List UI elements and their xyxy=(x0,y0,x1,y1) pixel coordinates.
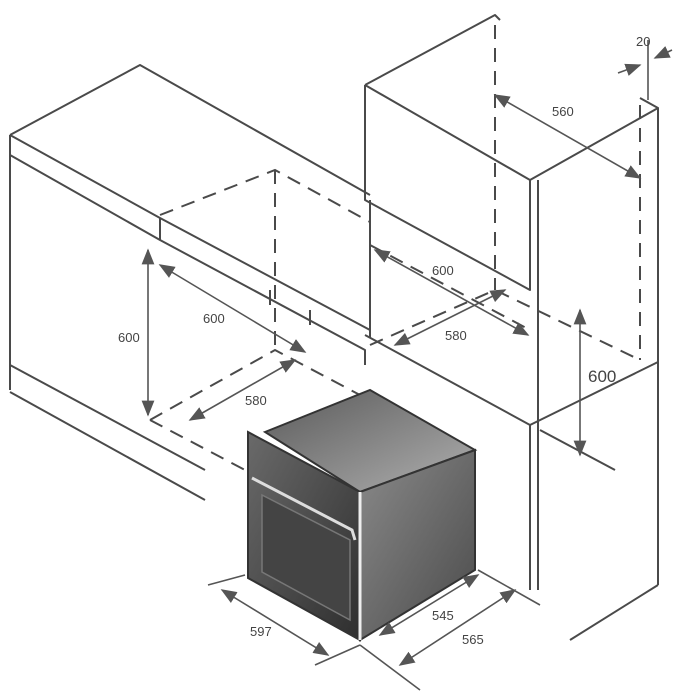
dim-right-niche-depth: 600 xyxy=(432,263,454,278)
dimension-labels: 20 560 600 600 580 600 580 600 597 545 5… xyxy=(118,34,650,647)
dim-left-niche-depth: 600 xyxy=(203,311,225,326)
dim-right-niche-width: 580 xyxy=(445,328,467,343)
oven-door-window xyxy=(261,493,351,622)
oven-handle xyxy=(251,476,357,541)
dim-right-niche-height: 600 xyxy=(588,367,616,386)
dim-oven-width: 597 xyxy=(250,624,272,639)
dim-left-niche-height: 600 xyxy=(118,330,140,345)
dim-upper-niche-width: 560 xyxy=(552,104,574,119)
dim-wall-gap: 20 xyxy=(636,34,650,49)
dimension-lines xyxy=(141,40,673,691)
dim-left-niche-width: 580 xyxy=(245,393,267,408)
dim-oven-depth-body: 545 xyxy=(432,608,454,623)
oven xyxy=(247,388,478,642)
dim-oven-depth-total: 565 xyxy=(462,632,484,647)
right-niche-outline xyxy=(369,25,641,361)
